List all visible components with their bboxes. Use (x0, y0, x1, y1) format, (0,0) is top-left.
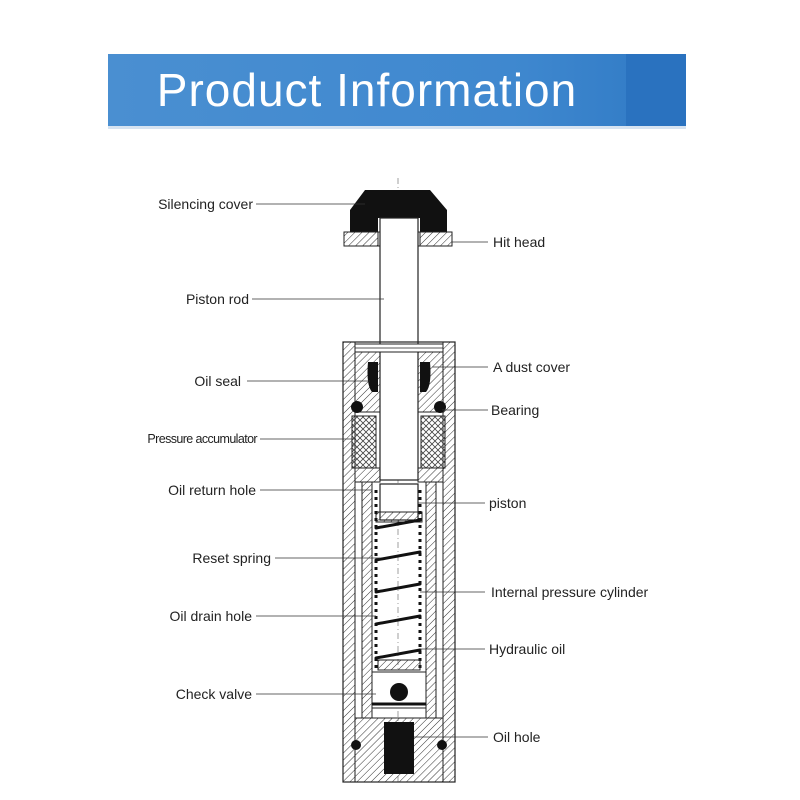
right-wall (442, 341, 456, 783)
label-oil-return-hole: Oil return hole (168, 482, 256, 498)
banner-accent (626, 54, 686, 126)
title-banner: Product Information (108, 54, 686, 126)
oil-seal-right (420, 362, 431, 392)
accumulator-left (351, 415, 377, 469)
label-piston-rod: Piston rod (186, 291, 249, 307)
label-silencing-cover: Silencing cover (158, 196, 253, 212)
page-title: Product Information (156, 64, 578, 116)
check-valve-ball (390, 683, 408, 701)
oil-hole-shape (384, 722, 414, 774)
inner-cylinder-right (425, 481, 437, 719)
accumulator-right (420, 415, 446, 469)
label-oil-hole: Oil hole (493, 729, 541, 745)
label-oil-seal: Oil seal (194, 373, 241, 389)
label-check-valve: Check valve (176, 686, 252, 702)
bearing-right (434, 401, 446, 413)
label-hydraulic-oil: Hydraulic oil (489, 641, 565, 657)
bearing-left (351, 401, 363, 413)
label-internal-pressure-cylinder: Internal pressure cylinder (491, 584, 649, 600)
leader-lines (247, 203, 488, 738)
label-hit-head: Hit head (493, 234, 545, 250)
reset-spring (374, 518, 422, 660)
label-bearing: Bearing (491, 402, 539, 418)
inner-cylinder-left (361, 481, 373, 719)
label-reset-spring: Reset spring (192, 550, 271, 566)
label-piston: piston (489, 495, 526, 511)
label-pressure-accumulator: Pressure accumulator (147, 432, 257, 446)
label-dust-cover: A dust cover (493, 359, 570, 375)
label-oil-drain-hole: Oil drain hole (170, 608, 253, 624)
silencing-cover-shape (350, 190, 447, 232)
oil-seal-left (367, 362, 378, 392)
